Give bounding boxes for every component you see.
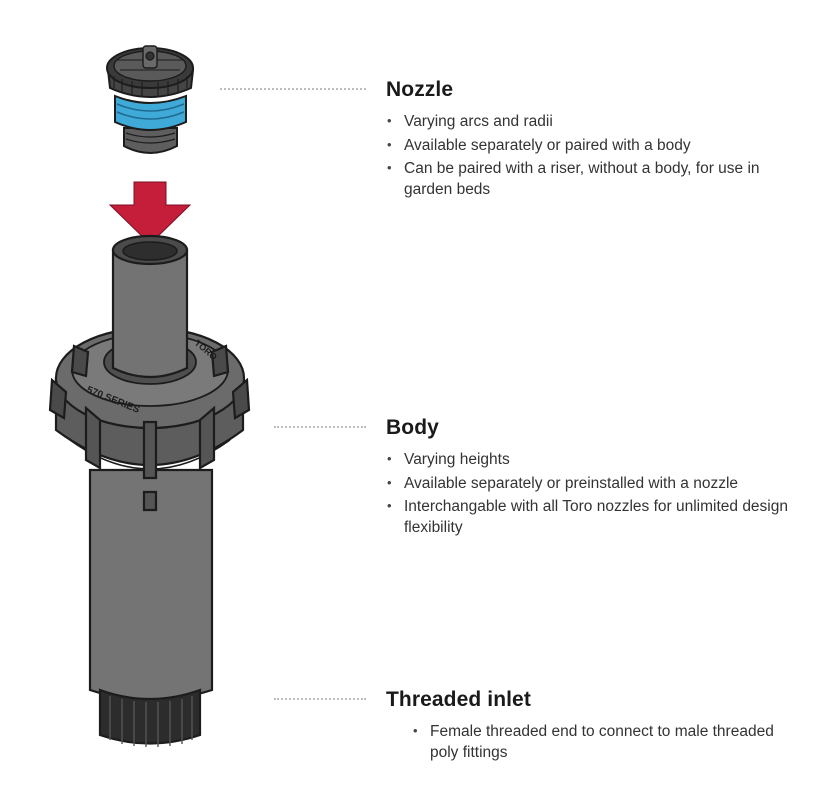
body-leader-line xyxy=(274,426,366,428)
threaded-inlet-illustration xyxy=(98,688,202,747)
list-item: Female threaded end to connect to male t… xyxy=(412,721,806,763)
inlet-leader-line xyxy=(274,698,366,700)
nozzle-illustration xyxy=(106,45,195,154)
body-feature-list: Varying heights Available separately or … xyxy=(386,449,796,538)
inlet-callout: Threaded inlet Female threaded end to co… xyxy=(386,688,806,766)
inlet-title: Threaded inlet xyxy=(386,688,531,711)
nozzle-title: Nozzle xyxy=(386,78,454,101)
body-callout: Body Varying heights Available separatel… xyxy=(386,416,796,541)
insert-arrow-icon xyxy=(108,181,192,245)
body-title: Body xyxy=(386,416,439,439)
nozzle-leader-line xyxy=(220,88,366,90)
list-item: Varying arcs and radii xyxy=(386,111,796,133)
inlet-feature-list: Female threaded end to connect to male t… xyxy=(386,721,806,763)
body-illustration xyxy=(48,234,251,747)
nozzle-feature-list: Varying arcs and radii Available separat… xyxy=(386,111,796,200)
list-item: Interchangable with all Toro nozzles for… xyxy=(386,496,796,538)
list-item: Can be paired with a riser, without a bo… xyxy=(386,158,796,200)
list-item: Available separately or preinstalled wit… xyxy=(386,473,796,495)
list-item: Available separately or paired with a bo… xyxy=(386,135,796,157)
list-item: Varying heights xyxy=(386,449,796,471)
nozzle-callout: Nozzle Varying arcs and radii Available … xyxy=(386,78,796,203)
